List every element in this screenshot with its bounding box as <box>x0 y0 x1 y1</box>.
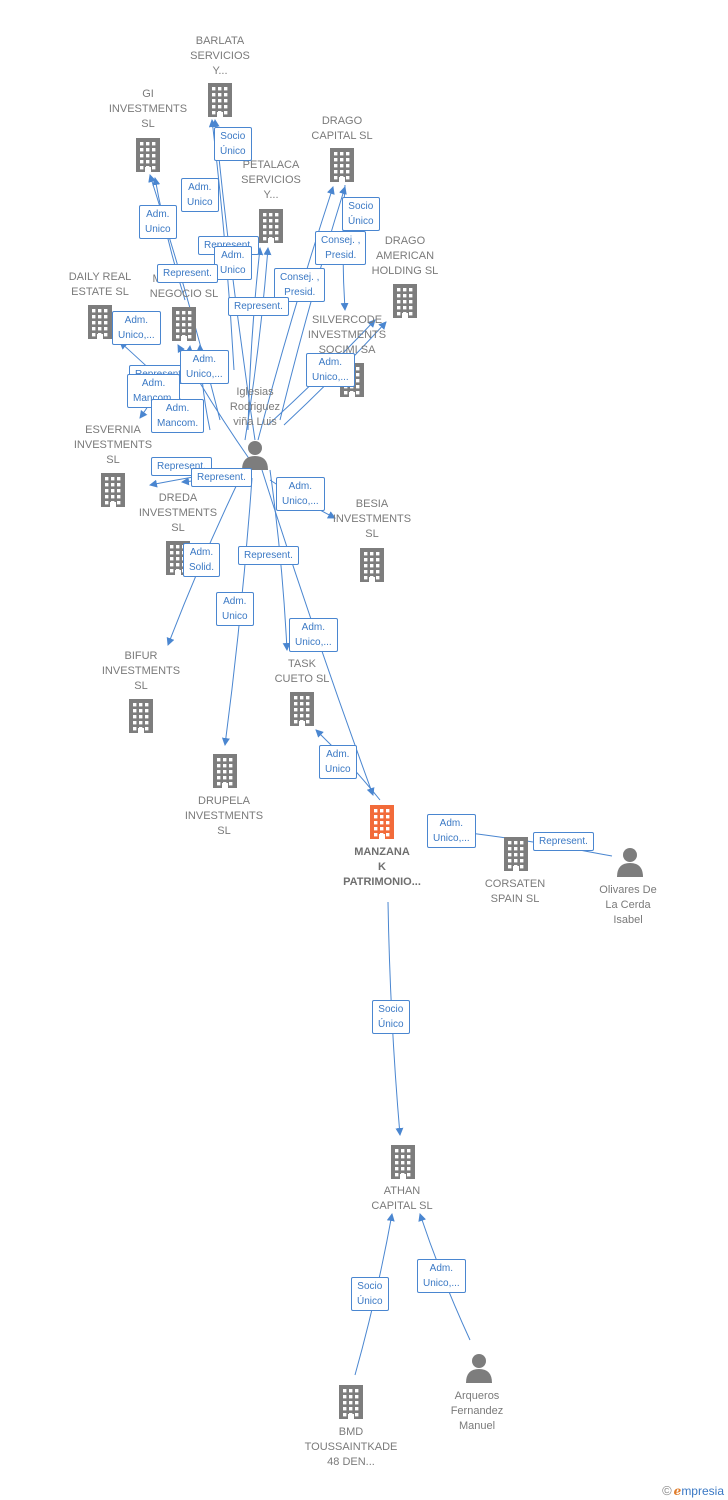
node-label-task[interactable]: TASK CUETO SL <box>274 658 330 685</box>
relation-label: Represent. <box>238 546 299 565</box>
relation-label: Adm. Unico <box>181 178 219 212</box>
relation-label: Socio Único <box>372 1000 410 1034</box>
company-building-icon[interactable] <box>327 148 357 182</box>
node-label-manzanak[interactable]: MANZANA K PATRIMONIO... <box>343 846 421 888</box>
relation-label: Adm. Unico,... <box>417 1259 466 1293</box>
company-building-icon[interactable] <box>501 837 531 871</box>
relation-label: Consej. , Presid. <box>274 268 326 302</box>
empresia-logo-text: mpresia <box>681 1484 724 1498</box>
relation-label: Adm. Unico <box>214 246 252 280</box>
relation-edge <box>244 247 272 441</box>
relation-label: Consej. , Presid. <box>315 231 367 265</box>
relation-label: Adm. Mancom. <box>151 399 205 433</box>
focus-company-building-icon[interactable] <box>367 805 397 839</box>
node-label-bifur[interactable]: BIFUR INVESTMENTS SL <box>101 650 181 692</box>
relation-label: Adm. Unico <box>319 745 357 779</box>
relation-label: Adm. Solid. <box>183 543 221 577</box>
relation-label: Adm. Unico,... <box>180 350 229 384</box>
company-building-icon[interactable] <box>98 473 128 507</box>
relation-label: Socio Único <box>351 1277 389 1311</box>
node-label-besia[interactable]: BESIA INVESTMENTS SL <box>332 498 412 540</box>
company-building-icon[interactable] <box>256 209 286 243</box>
relation-label: Represent. <box>191 468 252 487</box>
relation-label: Adm. Unico <box>216 592 254 626</box>
company-building-icon[interactable] <box>126 699 156 733</box>
company-building-icon[interactable] <box>388 1145 418 1179</box>
relation-label: Socio Único <box>342 197 380 231</box>
relation-label: Adm. Unico,... <box>289 618 338 652</box>
node-label-olivares[interactable]: Olivares De La Cerda Isabel <box>599 884 657 926</box>
relation-label: Represent. <box>228 297 289 316</box>
node-label-iglesias[interactable]: Iglesias Rodriguez viña Luis <box>229 386 281 428</box>
company-building-icon[interactable] <box>133 138 163 172</box>
node-label-daily_real[interactable]: DAILY REAL ESTATE SL <box>68 271 132 298</box>
relation-edge <box>279 186 347 421</box>
node-label-drago_capital[interactable]: DRAGO CAPITAL SL <box>311 115 373 142</box>
empresia-logo-initial: e <box>673 1484 682 1498</box>
company-building-icon[interactable] <box>205 83 235 117</box>
company-building-icon[interactable] <box>287 692 317 726</box>
node-label-drupela[interactable]: DRUPELA INVESTMENTS SL <box>184 795 264 837</box>
company-building-icon[interactable] <box>210 754 240 788</box>
node-label-esvernia[interactable]: ESVERNIA INVESTMENTS SL <box>73 424 153 466</box>
relation-edge <box>152 177 186 301</box>
relation-edge <box>257 186 335 441</box>
node-label-petalaca[interactable]: PETALACA SERVICIOS Y... <box>241 159 301 201</box>
node-label-athan[interactable]: ATHAN CAPITAL SL <box>371 1185 433 1212</box>
company-building-icon[interactable] <box>85 305 115 339</box>
company-building-icon[interactable] <box>336 1385 366 1419</box>
relation-label: Adm. Unico,... <box>427 814 476 848</box>
company-building-icon[interactable] <box>390 284 420 318</box>
relation-label: Adm. Unico <box>139 205 177 239</box>
company-building-icon[interactable] <box>357 548 387 582</box>
empresia-footer: ©empresia <box>662 1483 724 1498</box>
relation-label: Represent. <box>533 832 594 851</box>
node-label-silvercode[interactable]: SILVERCODE INVESTMENTS SOCIMI SA <box>307 314 387 356</box>
node-label-corsaten[interactable]: CORSATEN SPAIN SL <box>484 878 546 905</box>
node-label-dreda[interactable]: DREDA INVESTMENTS SL <box>138 492 218 534</box>
relation-label: Adm. Unico,... <box>306 353 355 387</box>
relation-label: Adm. Unico,... <box>276 477 325 511</box>
relation-edge <box>247 247 264 431</box>
relation-label: Represent. <box>157 264 218 283</box>
node-label-drago_american[interactable]: DRAGO AMERICAN HOLDING SL <box>371 235 439 277</box>
node-label-bmd[interactable]: BMD TOUSSAINTKADE 48 DEN... <box>304 1426 398 1468</box>
person-icon[interactable] <box>240 438 270 472</box>
person-icon[interactable] <box>464 1351 494 1385</box>
company-building-icon[interactable] <box>169 307 199 341</box>
node-label-gi[interactable]: GI INVESTMENTS SL <box>108 88 188 130</box>
node-label-arqueros[interactable]: Arqueros Fernandez Manuel <box>450 1390 504 1432</box>
relation-label: Adm. Unico,... <box>112 311 161 345</box>
copyright-symbol: © <box>662 1483 672 1498</box>
person-icon[interactable] <box>615 845 645 879</box>
node-label-barlata[interactable]: BARLATA SERVICIOS Y... <box>190 35 250 77</box>
relation-label: Socio Único <box>214 127 252 161</box>
